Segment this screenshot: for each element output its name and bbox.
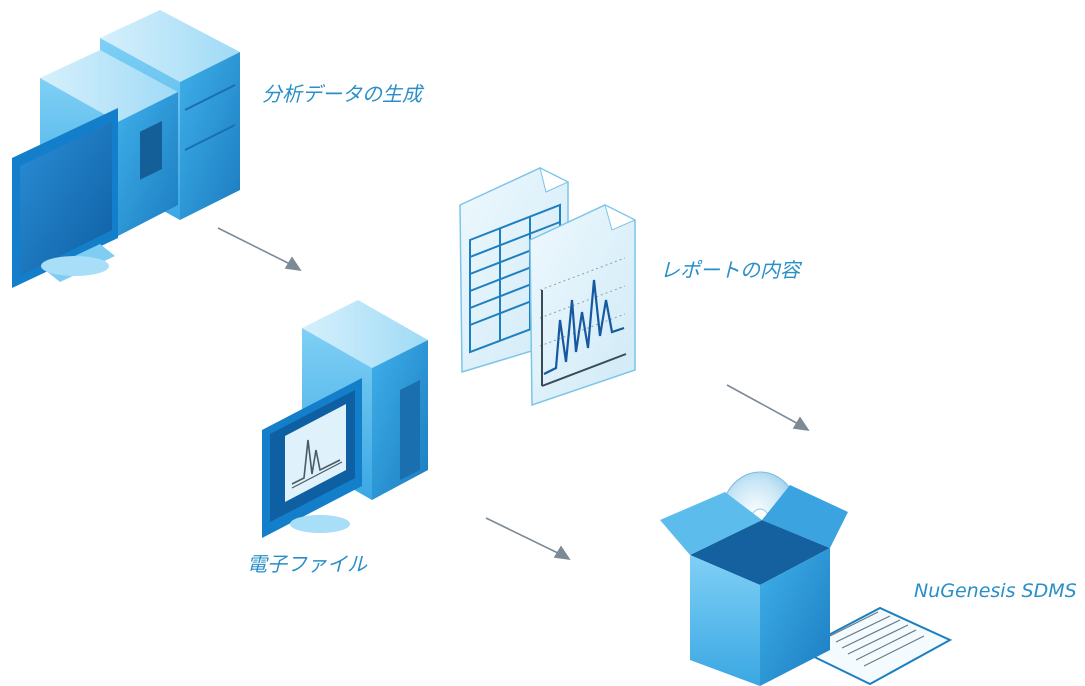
label-report-contents: レポートの内容 [660,258,800,282]
label-data-generation: 分析データの生成 [262,82,422,106]
arrow-to-efile-icon [217,227,302,272]
software-package-icon [660,471,953,686]
label-product-name: NuGenesis SDMS [914,580,1077,602]
computer-with-chromatogram-icon [262,300,428,538]
report-documents-icon [459,167,637,407]
arrow-report-to-box-icon [726,384,810,432]
arrow-efile-to-box-icon [485,517,571,561]
server-workstation-icon [12,10,240,288]
label-electronic-file: 電子ファイル [247,552,367,576]
